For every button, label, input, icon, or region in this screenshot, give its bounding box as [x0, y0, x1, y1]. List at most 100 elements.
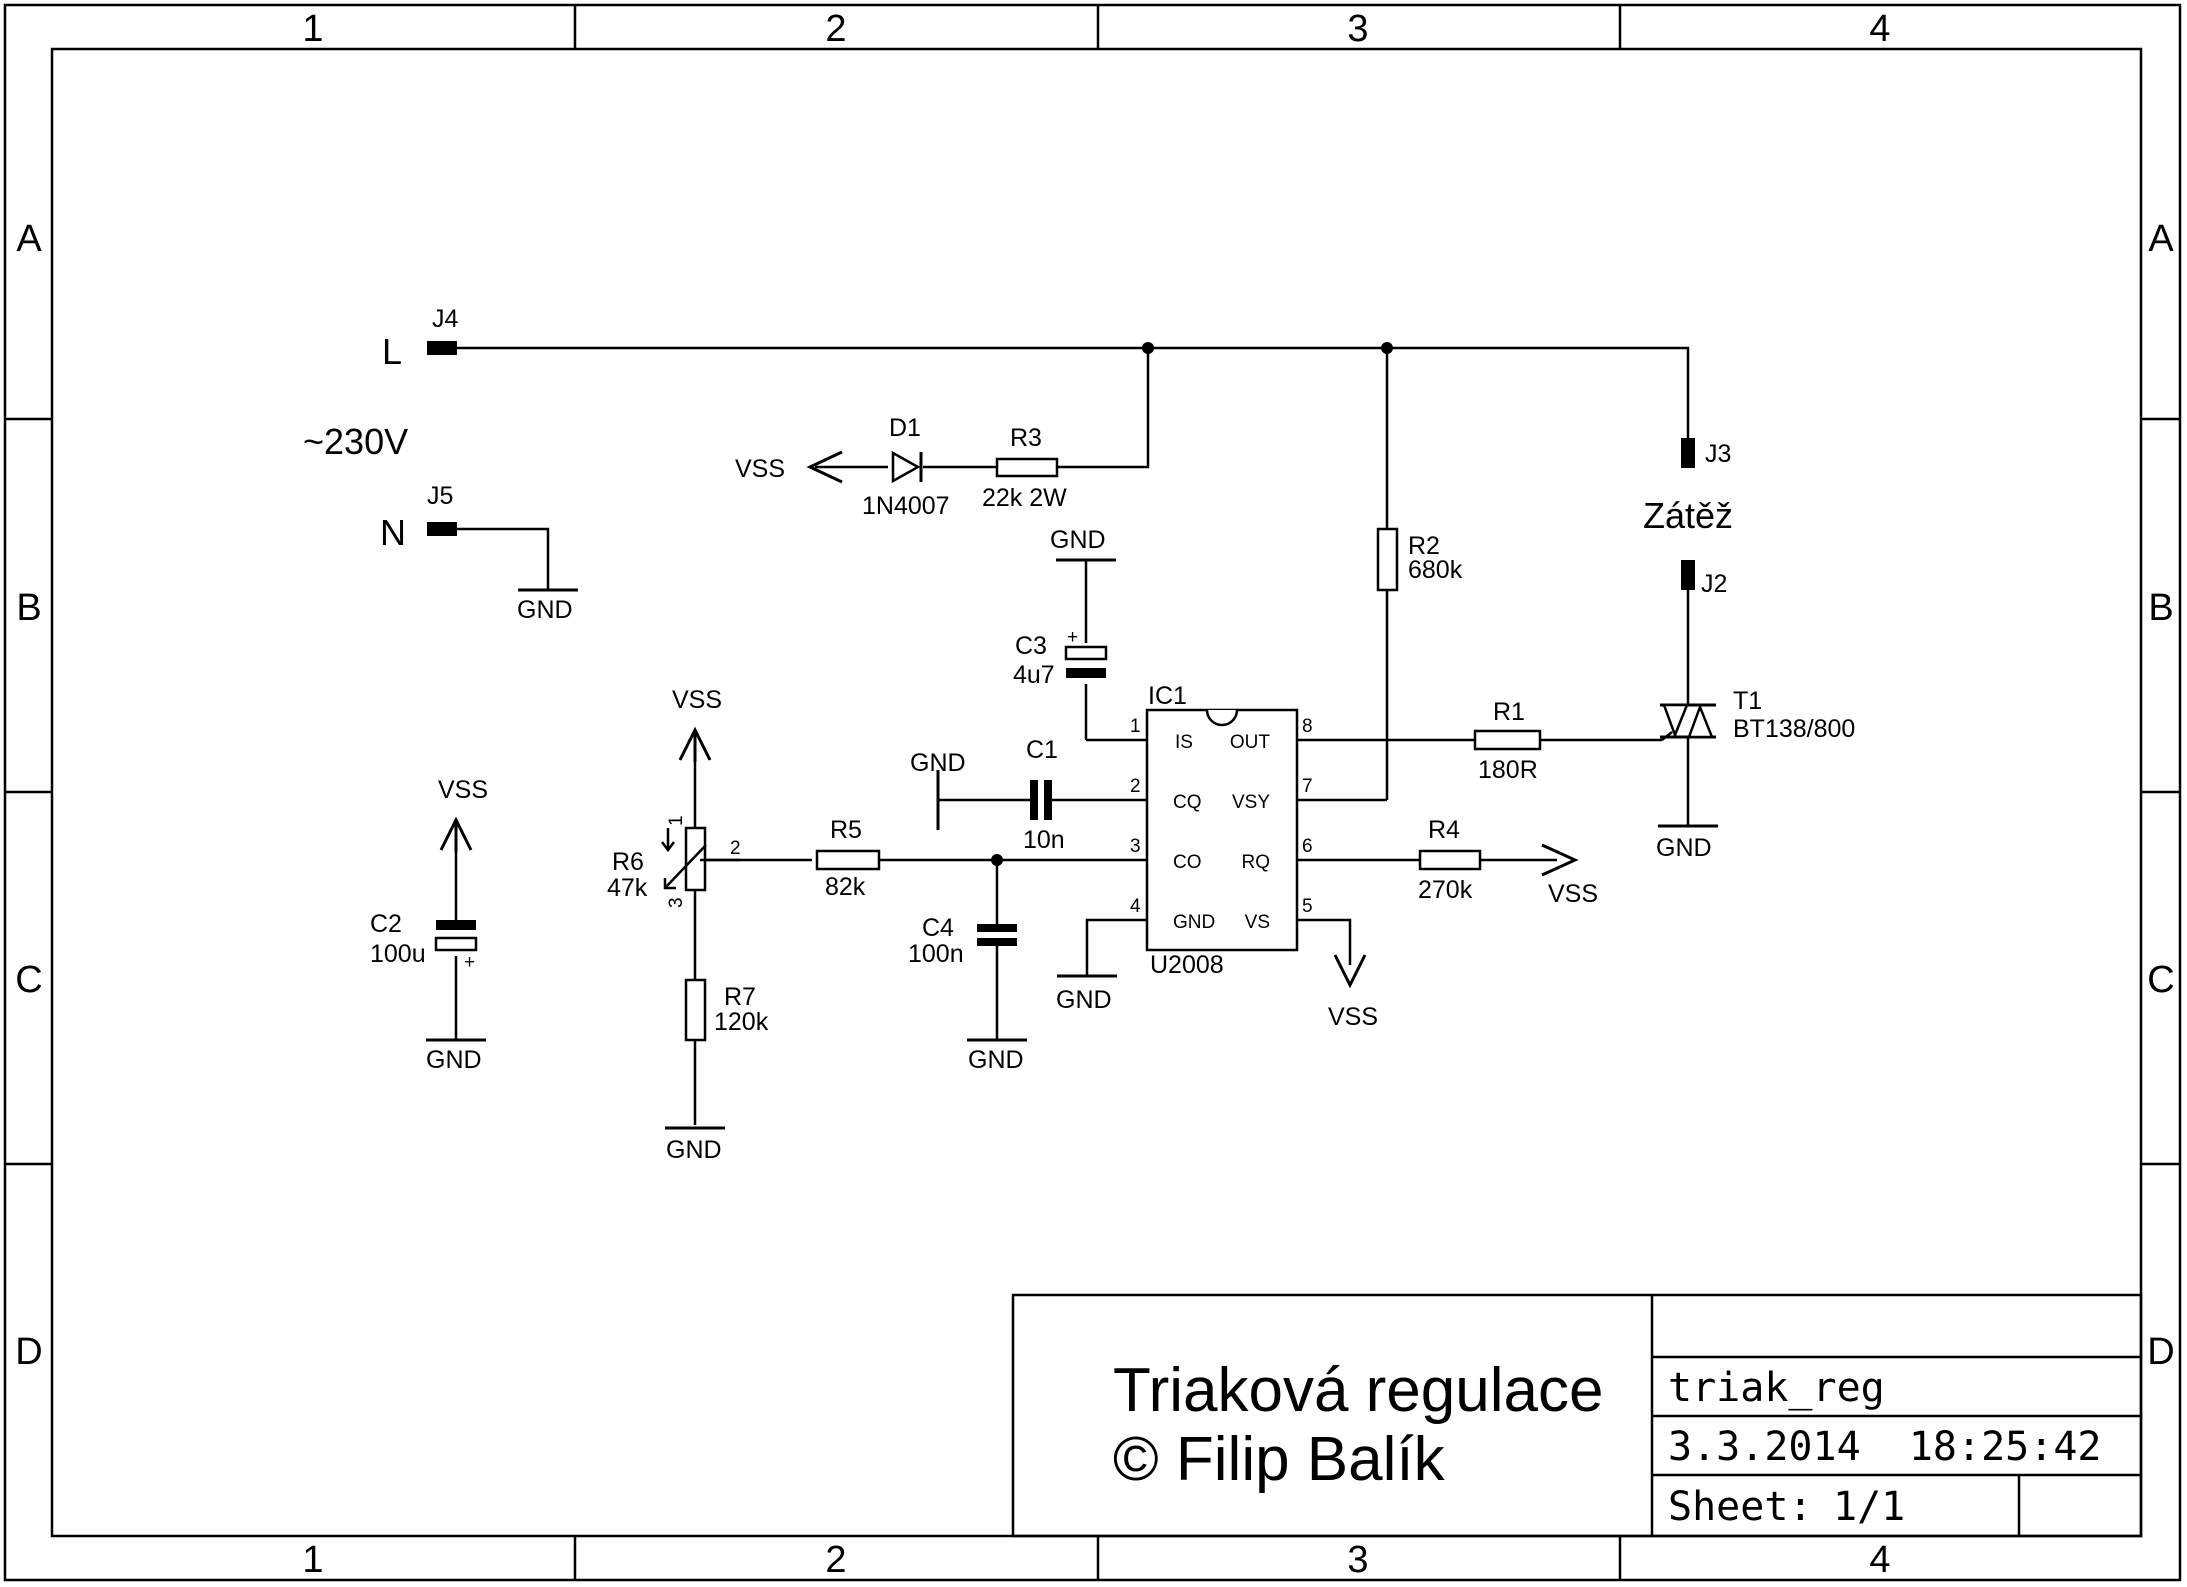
vss-arrow-c2: VSS — [438, 776, 488, 852]
gnd-label-c3: GND — [1050, 526, 1106, 554]
frame-col-top-3: 3 — [1347, 8, 1368, 50]
gnd-symbol-c4: GND — [967, 1038, 1027, 1074]
vss-label-pin5: VSS — [1328, 1003, 1378, 1031]
frame-col-bottom-3: 3 — [1347, 1539, 1368, 1581]
frame-col-top-1: 1 — [302, 8, 323, 50]
resistor-r3-ref: R3 — [1010, 424, 1042, 452]
frame-row-left-a: A — [16, 218, 42, 260]
vss-arrow-r4: VSS — [1541, 843, 1598, 908]
resistor-r5: R5 82k — [815, 816, 881, 901]
capacitor-c1-value: 10n — [1023, 826, 1065, 854]
resistor-r1-value: 180R — [1478, 756, 1538, 784]
ic-pin-5-num: 5 — [1302, 896, 1313, 917]
datetime-text: 3.3.2014 18:25:42 — [1668, 1424, 2101, 1470]
resistor-r7-value: 120k — [714, 1008, 769, 1036]
vss-arrow-d1: VSS — [735, 450, 843, 484]
sheet-value-text: 1/1 — [1833, 1484, 1905, 1530]
connector-j5-ref: J5 — [427, 482, 453, 510]
ic-pin-2-name: CQ — [1173, 792, 1202, 813]
capacitor-c3-plus: + — [1067, 627, 1078, 648]
vss-arrow-pot: VSS — [672, 686, 722, 762]
pot-pin-2: 2 — [730, 838, 741, 859]
wires — [454, 346, 1690, 1125]
connector-j4-ref: J4 — [432, 305, 459, 333]
frame-row-left-b: B — [16, 587, 41, 629]
ic-pin-6-num: 6 — [1302, 836, 1313, 857]
sheet-label-text: Sheet: — [1668, 1484, 1813, 1530]
connector-j3-ref: J3 — [1705, 440, 1731, 468]
gnd-symbol-c3: GND — [1050, 526, 1116, 562]
drawing-frame: 1 2 3 4 1 2 3 4 A B C D A B C D — [3, 3, 2182, 1582]
gnd-symbol-c2: GND — [426, 1038, 486, 1074]
resistor-r1-ref: R1 — [1493, 698, 1525, 726]
connector-j5: J5 N — [380, 482, 457, 553]
ic-pin-8-num: 8 — [1302, 716, 1313, 737]
resistor-r1: R1 180R — [1473, 698, 1542, 784]
connector-j2-ref: J2 — [1701, 570, 1727, 598]
potentiometer-r6: 1 2 3 R6 47k — [607, 815, 741, 908]
resistor-r4: R4 270k — [1418, 816, 1482, 904]
vss-label-d1: VSS — [735, 455, 785, 483]
connector-j2: J2 — [1681, 560, 1727, 598]
resistor-r3-value: 22k 2W — [982, 484, 1067, 512]
ic-pin-8-name: OUT — [1230, 732, 1271, 753]
vss-label-c2: VSS — [438, 776, 488, 804]
capacitor-c3-value: 4u7 — [1013, 661, 1055, 689]
frame-col-bottom-4: 4 — [1869, 1539, 1890, 1581]
potentiometer-r6-value: 47k — [607, 874, 648, 902]
triac-t1-ref: T1 — [1733, 687, 1762, 715]
resistor-r2-ref: R2 — [1408, 532, 1440, 560]
capacitor-c2-value: 100u — [370, 940, 426, 968]
capacitor-c2-plus: + — [464, 952, 475, 973]
ic-pin-5-name: VS — [1245, 912, 1270, 933]
vss-label-r4: VSS — [1548, 880, 1598, 908]
frame-col-top-2: 2 — [825, 8, 846, 50]
file-name-text: triak_reg — [1668, 1365, 1885, 1411]
gnd-label-t1: GND — [1656, 834, 1712, 862]
ic-value: U2008 — [1150, 951, 1224, 979]
title-text: Triaková regulace — [1113, 1356, 1604, 1425]
junction-dot — [1142, 342, 1154, 354]
gnd-symbol-r7: GND — [665, 1126, 725, 1164]
resistor-r7-ref: R7 — [724, 983, 756, 1011]
ic-u2008: IC1 U2008 1 2 3 4 8 7 6 5 IS CQ CO GND O… — [1130, 682, 1313, 979]
gnd-label-c2: GND — [426, 1046, 482, 1074]
gnd-label-pin4: GND — [1056, 986, 1112, 1014]
capacitor-c4-value: 100n — [908, 940, 964, 968]
ic-pin-7-name: VSY — [1232, 792, 1270, 813]
frame-row-right-c: C — [2147, 959, 2174, 1001]
vss-arrow-pin5: VSS — [1328, 954, 1378, 1031]
junction-dot — [991, 854, 1003, 866]
connector-j4: J4 L — [382, 305, 459, 372]
ic-pin-1-name: IS — [1175, 732, 1193, 753]
potentiometer-r6-ref: R6 — [612, 848, 644, 876]
frame-row-right-b: B — [2148, 587, 2173, 629]
gnd-label-r7: GND — [666, 1136, 722, 1164]
resistor-r4-value: 270k — [1418, 876, 1473, 904]
resistor-r2: R2 680k — [1376, 527, 1463, 592]
gnd-symbol-t1: GND — [1656, 824, 1718, 862]
resistor-r4-ref: R4 — [1428, 816, 1460, 844]
pot-pin-1: 1 — [666, 815, 687, 826]
capacitor-c2-ref: C2 — [370, 910, 402, 938]
gnd-label-c4: GND — [968, 1046, 1024, 1074]
author-text: © Filip Balík — [1113, 1425, 1446, 1494]
title-block: Triaková regulace © Filip Balík triak_re… — [1011, 1293, 2143, 1538]
frame-col-bottom-1: 1 — [302, 1539, 323, 1581]
resistor-r5-ref: R5 — [830, 816, 862, 844]
capacitor-c4: C4 100n — [908, 914, 1017, 968]
connector-j3: J3 — [1681, 438, 1731, 468]
capacitor-c1-ref: C1 — [1026, 736, 1058, 764]
vss-label-pot: VSS — [672, 686, 722, 714]
resistor-r5-value: 82k — [825, 873, 866, 901]
gnd-symbol-c1: GND — [910, 749, 966, 830]
diode-d1-value: 1N4007 — [862, 492, 950, 520]
ic-pin-6-name: RQ — [1242, 852, 1271, 873]
triac-t1: T1 BT138/800 — [1660, 687, 1855, 743]
frame-row-right-a: A — [2148, 218, 2174, 260]
ic-ref: IC1 — [1148, 682, 1187, 710]
capacitor-c2: + C2 100u — [370, 910, 478, 973]
supply-line-label: L — [382, 331, 402, 372]
ic-pin-3-name: CO — [1173, 852, 1202, 873]
